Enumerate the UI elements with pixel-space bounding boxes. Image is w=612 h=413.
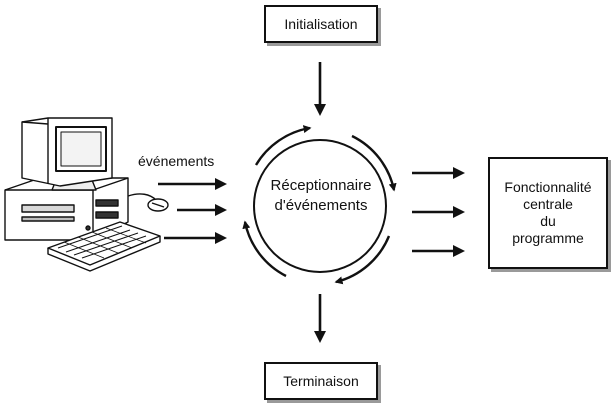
cycle-arrows bbox=[242, 125, 397, 285]
termination-box: Terminaison bbox=[264, 362, 378, 400]
core-functionality-box: Fonctionnalité centrale du programme bbox=[488, 157, 608, 269]
computer-icon bbox=[4, 117, 169, 272]
event-receiver-line-2: d'événements bbox=[274, 197, 368, 214]
output-arrows bbox=[412, 167, 465, 257]
core-functionality-text: Fonctionnalité centrale du programme bbox=[504, 179, 591, 247]
event-receiver-label: Réceptionnaire d'événements bbox=[246, 176, 396, 216]
core-functionality-line-4: programme bbox=[512, 230, 584, 246]
event-receiver-line-1: Réceptionnaire bbox=[270, 177, 372, 194]
cycle-arrow-left bbox=[242, 220, 287, 278]
event-receiver-circle bbox=[253, 139, 387, 273]
event-input-arrows bbox=[158, 178, 227, 244]
cycle-arrow-bottom bbox=[334, 235, 391, 285]
initialisation-label: Initialisation bbox=[284, 15, 358, 32]
events-label: événements bbox=[138, 153, 215, 169]
core-functionality-line-1: Fonctionnalité bbox=[504, 179, 592, 195]
initialisation-box: Initialisation bbox=[264, 5, 378, 43]
core-functionality-line-2: centrale bbox=[523, 196, 573, 212]
cycle-arrow-right bbox=[351, 134, 397, 192]
core-functionality-line-3: du bbox=[540, 213, 556, 229]
termination-label: Terminaison bbox=[283, 372, 359, 389]
cycle-arrow-top bbox=[254, 125, 312, 166]
